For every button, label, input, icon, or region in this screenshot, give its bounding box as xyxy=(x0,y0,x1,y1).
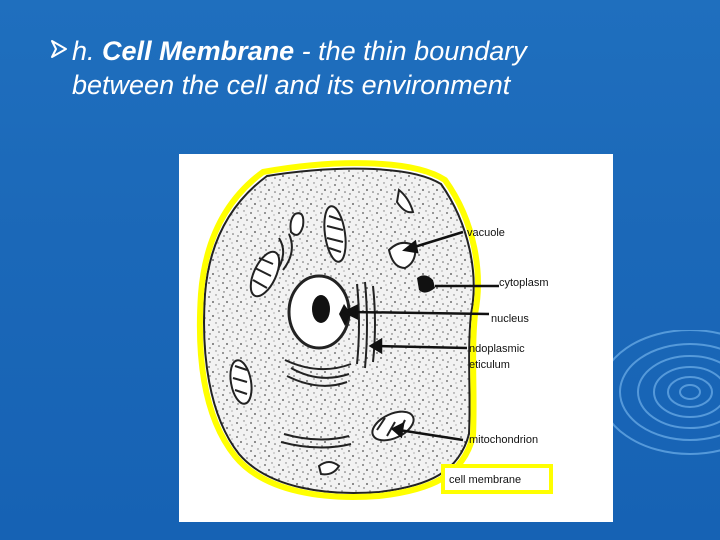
label-cell-membrane: cell membrane xyxy=(449,474,521,486)
term-cell-membrane: Cell Membrane xyxy=(102,36,294,66)
label-vacuole: vacuole xyxy=(467,227,505,239)
title-prefix: h. xyxy=(72,36,95,66)
label-nucleus: nucleus xyxy=(491,313,529,325)
label-er-line2: eticulum xyxy=(469,359,510,371)
cell-diagram: vacuole cytoplasm nucleus ndoplasmic eti… xyxy=(179,154,613,522)
slide-title: h. Cell Membrane - the thin boundary bet… xyxy=(48,34,698,102)
arrow-bullet-icon xyxy=(48,38,70,60)
definition-line-1: - the thin boundary xyxy=(294,36,527,66)
label-er-line1: ndoplasmic xyxy=(469,343,525,355)
label-cytoplasm: cytoplasm xyxy=(499,277,549,289)
definition-line-2: between the cell and its environment xyxy=(72,70,510,100)
nucleolus xyxy=(312,295,330,323)
label-mitochondrion: mitochondrion xyxy=(469,434,538,446)
